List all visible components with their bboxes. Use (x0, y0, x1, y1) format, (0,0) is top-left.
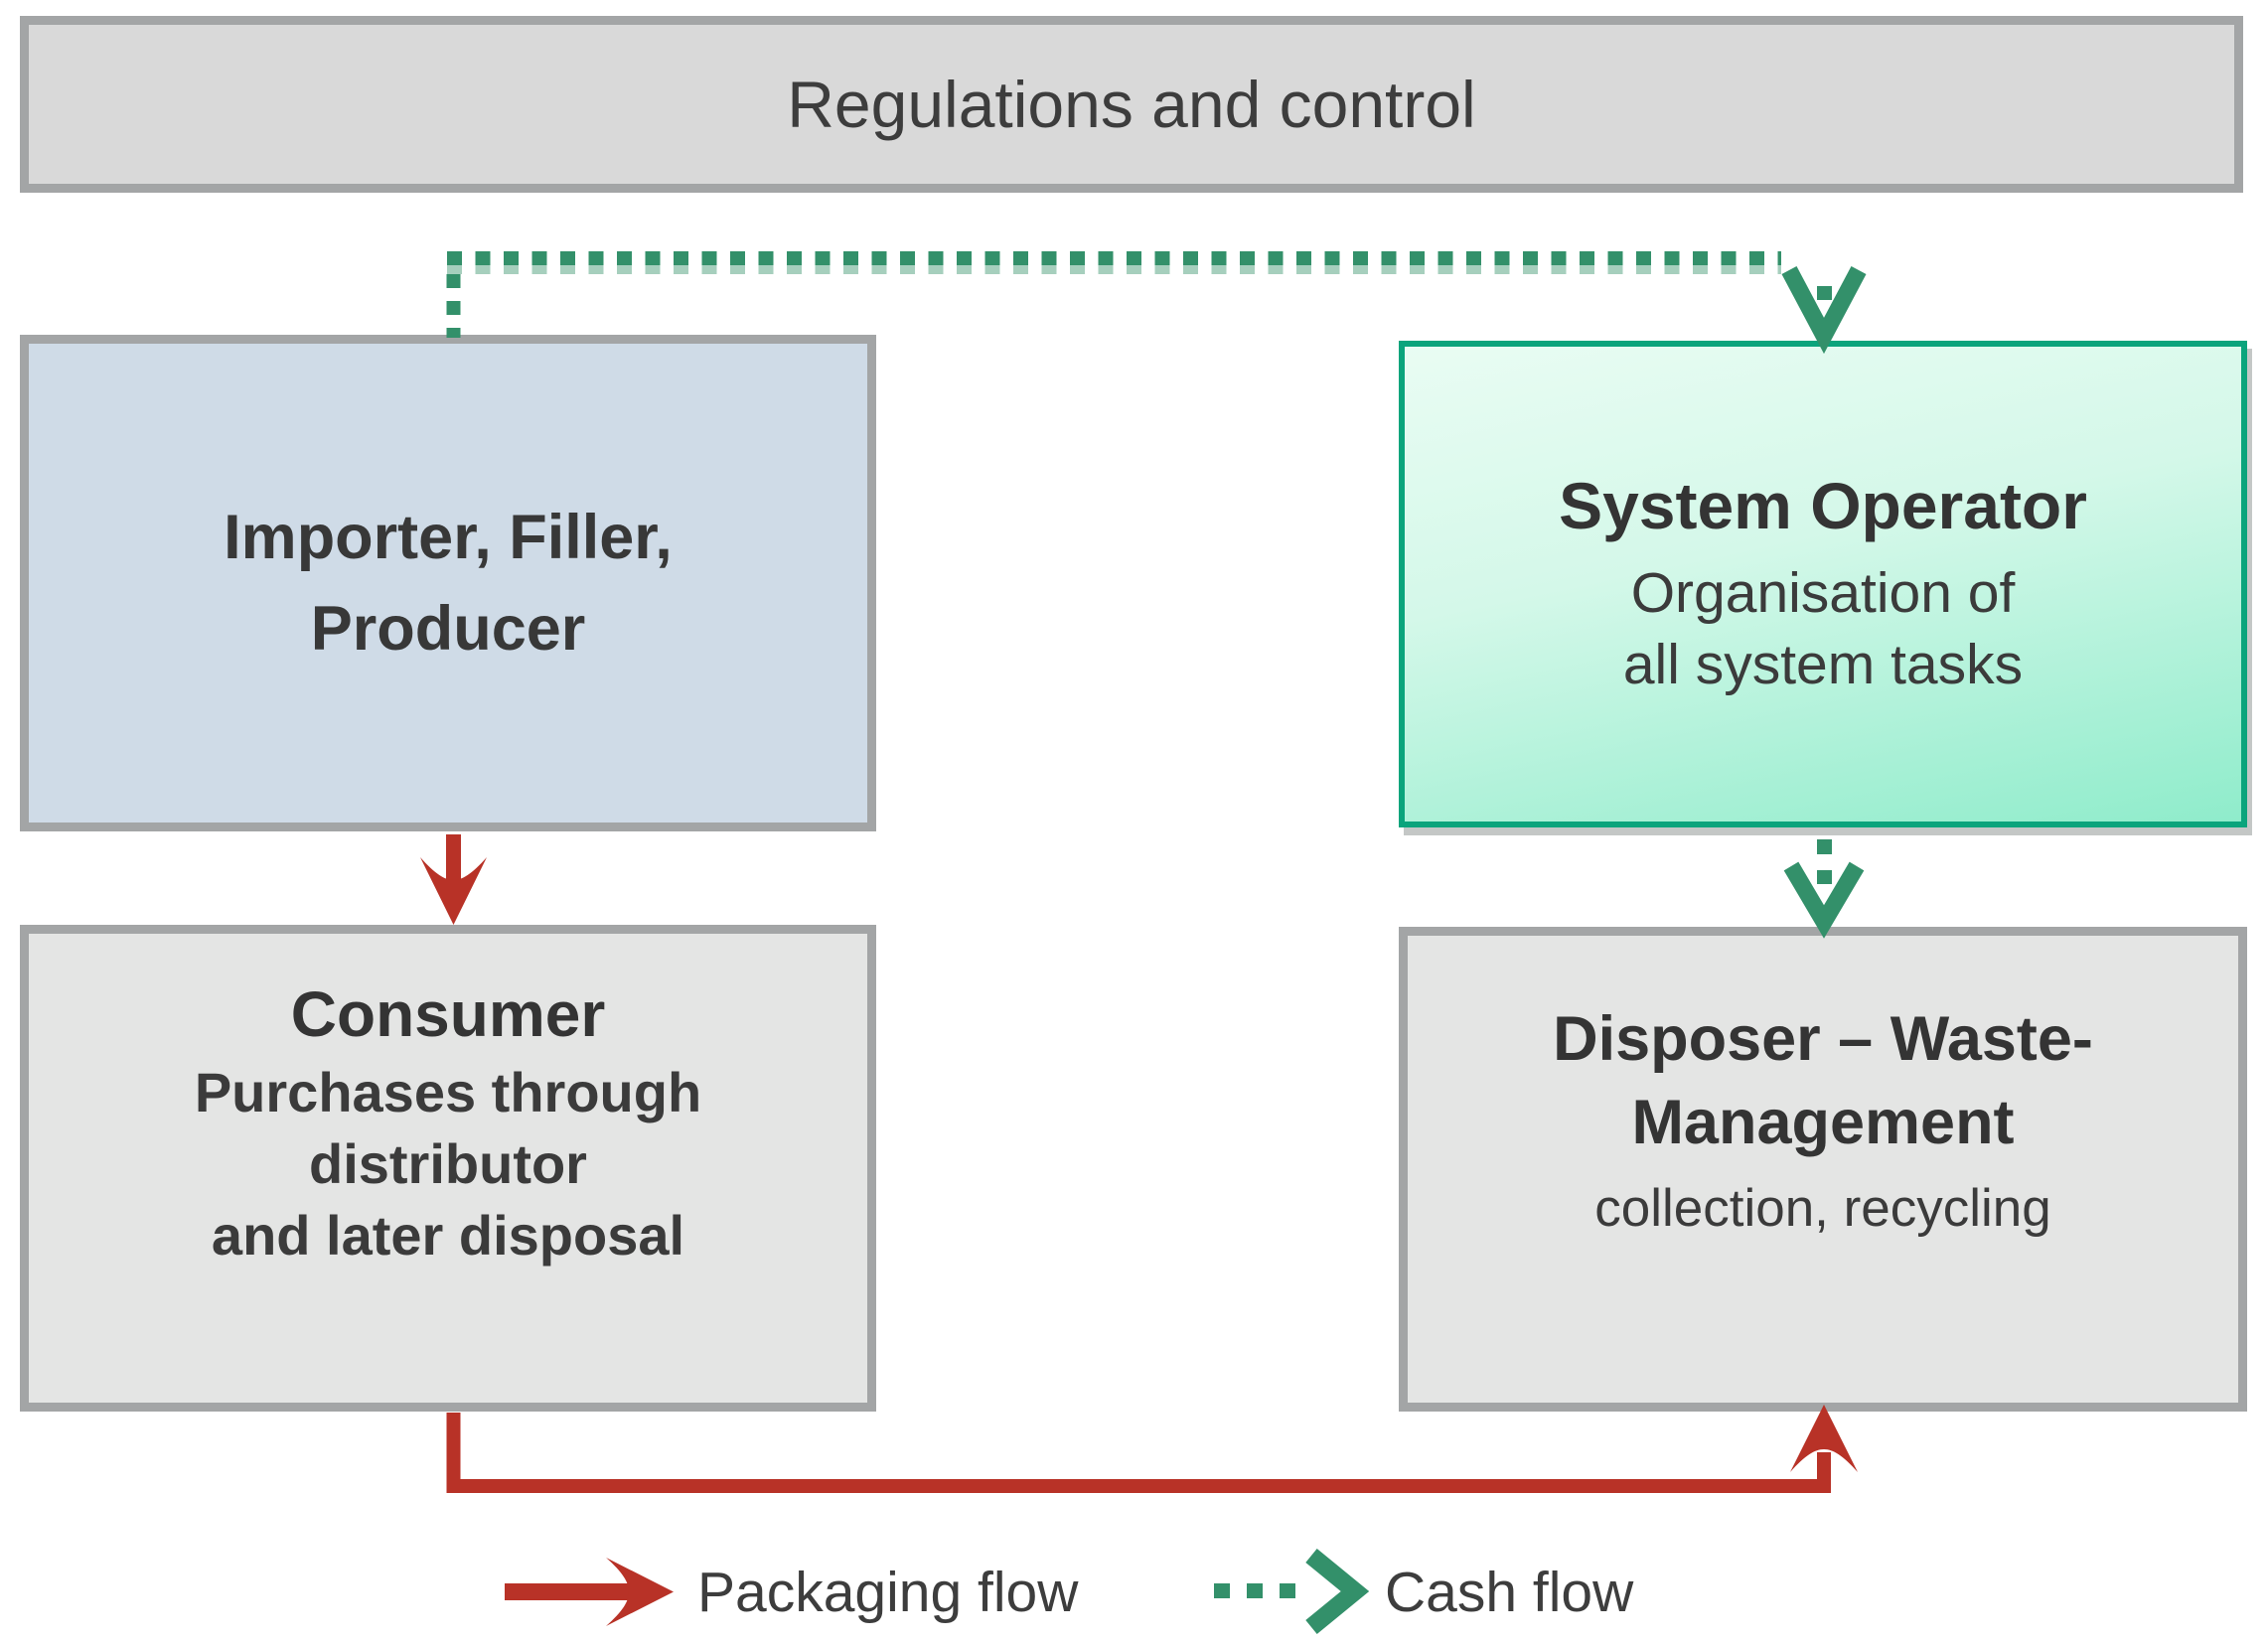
disposer-subtitle: collection, recycling (1594, 1179, 2051, 1238)
legend-packaging-flow-label: Packaging flow (697, 1561, 1079, 1624)
disposer-title-line-2: Management (1631, 1088, 2015, 1157)
consumer-box: Consumer Purchases through distributor a… (20, 925, 876, 1412)
cash-arrow-importer-to-system-operator (446, 251, 1867, 355)
disposer-title-line-1: Disposer – Waste- (1553, 1004, 2093, 1074)
packaging-arrow-consumer-to-disposer (446, 1405, 1858, 1493)
regulations-and-control-box: Regulations and control (20, 16, 2243, 193)
arrow-head (1790, 1405, 1858, 1472)
dotted-segment (1214, 1583, 1230, 1598)
importer-filler-producer-box: Importer, Filler, Producer (20, 335, 876, 831)
consumer-subtitle-line-2: distributor (309, 1132, 587, 1195)
importer-label-line-2: Producer (310, 594, 586, 664)
importer-label-line-1: Importer, Filler, (224, 503, 673, 572)
chevron-arrow-head-right (1305, 1549, 1370, 1634)
consumer-title: Consumer (290, 978, 606, 1050)
system-operator-box: System Operator Organisation of all syst… (1399, 341, 2247, 827)
dotted-segment (1817, 839, 1832, 854)
consumer-subtitle-line-3: and later disposal (211, 1204, 685, 1267)
packaging-flow-arrow-icon (505, 1558, 674, 1626)
dotted-segment (1817, 870, 1832, 884)
packaging-arrow-importer-to-consumer (420, 834, 487, 925)
consumer-subtitle-line-1: Purchases through (194, 1061, 702, 1123)
disposer-waste-management-box: Disposer – Waste- Management collection,… (1399, 927, 2247, 1412)
arrow-shaft (446, 834, 461, 886)
chevron-arrow-head-down (1781, 266, 1867, 355)
arrow-elbow-line (446, 1413, 1831, 1493)
dotted-segment (1247, 1583, 1263, 1598)
arrow-head (606, 1558, 674, 1626)
system-operator-subtitle-line-1: Organisation of (1630, 561, 2016, 625)
arrow-shaft (505, 1583, 630, 1600)
dotted-segment (1280, 1583, 1295, 1598)
cash-flow-arrow-icon (1214, 1549, 1370, 1634)
chevron-arrow-head-down (1783, 861, 1865, 939)
regulations-and-control-label: Regulations and control (787, 68, 1476, 141)
system-operator-title: System Operator (1559, 469, 2087, 542)
legend-cash-flow-label: Cash flow (1385, 1561, 1634, 1624)
chevron-dot (1817, 286, 1832, 300)
cash-arrow-system-operator-to-disposer (1783, 839, 1865, 939)
system-operator-subtitle-line-2: all system tasks (1622, 633, 2024, 696)
arrow-head (420, 857, 487, 925)
